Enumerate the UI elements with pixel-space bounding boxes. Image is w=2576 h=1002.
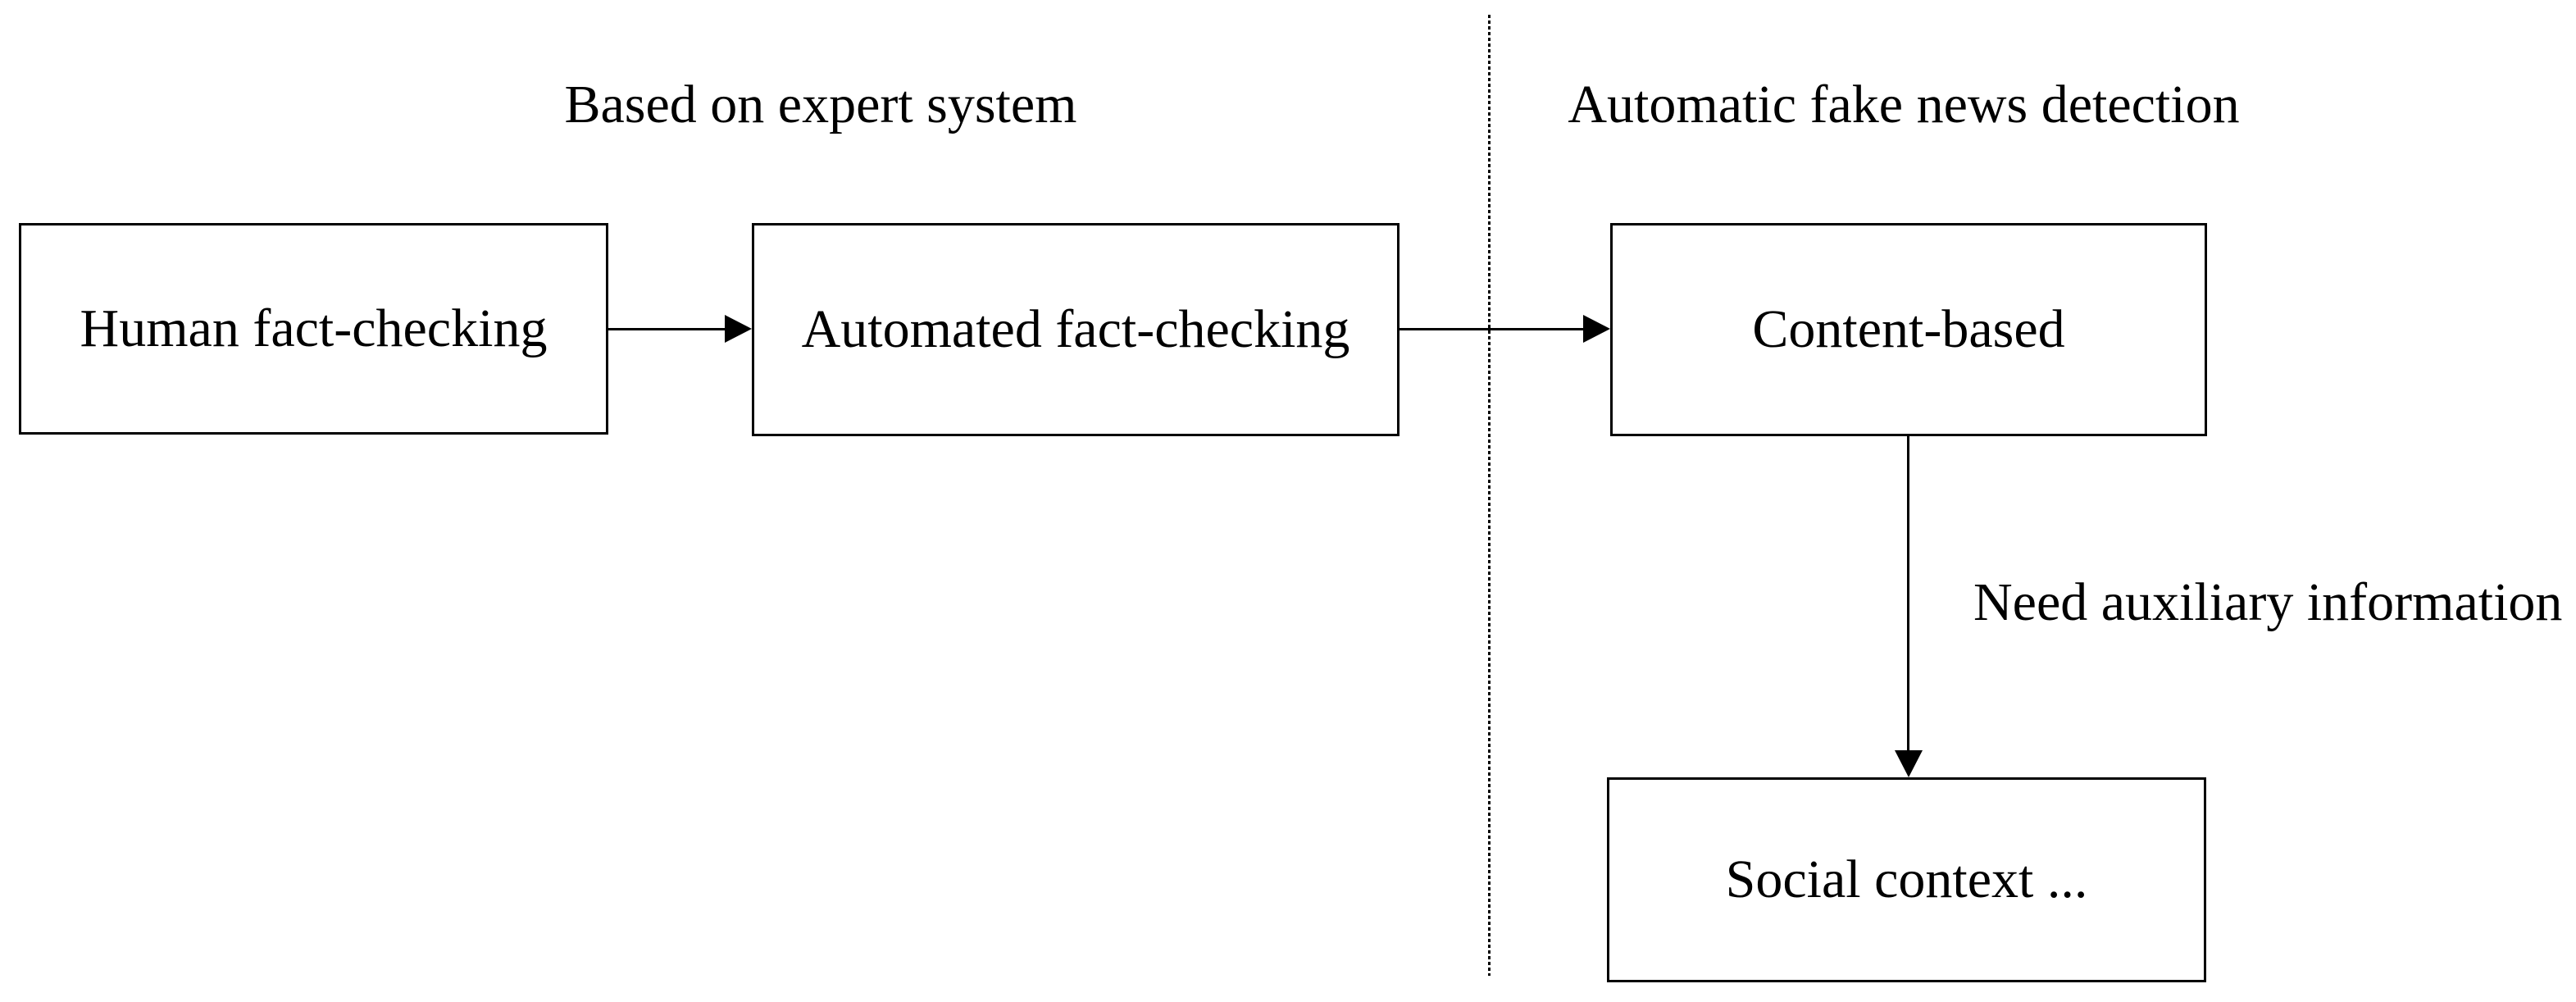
node-automated-fact-checking: Automated fact-checking xyxy=(752,223,1400,436)
node-human-fact-checking: Human fact-checking xyxy=(19,223,608,435)
node-social-context: Social context ... xyxy=(1607,777,2206,982)
arrowhead-down-icon xyxy=(1895,750,1923,777)
node-human-fact-checking-label: Human fact-checking xyxy=(80,298,548,358)
section-divider-dotted-line xyxy=(1488,15,1491,976)
arrowhead-right-icon xyxy=(725,315,752,343)
edge-label-need-auxiliary-information: Need auxiliary information xyxy=(1973,572,2563,632)
edge-automated-to-content-line xyxy=(1400,328,1583,330)
edge-human-to-automated-line xyxy=(608,328,725,330)
edge-content-to-social-line xyxy=(1907,436,1909,750)
section-title-expert-system: Based on expert system xyxy=(564,75,1077,134)
node-content-based-label: Content-based xyxy=(1752,299,2065,359)
arrowhead-right-icon xyxy=(1583,315,1610,343)
node-automated-fact-checking-label: Automated fact-checking xyxy=(801,299,1350,359)
node-content-based: Content-based xyxy=(1610,223,2207,436)
node-social-context-label: Social context ... xyxy=(1725,849,2088,909)
section-title-automatic-detection: Automatic fake news detection xyxy=(1568,75,2240,134)
